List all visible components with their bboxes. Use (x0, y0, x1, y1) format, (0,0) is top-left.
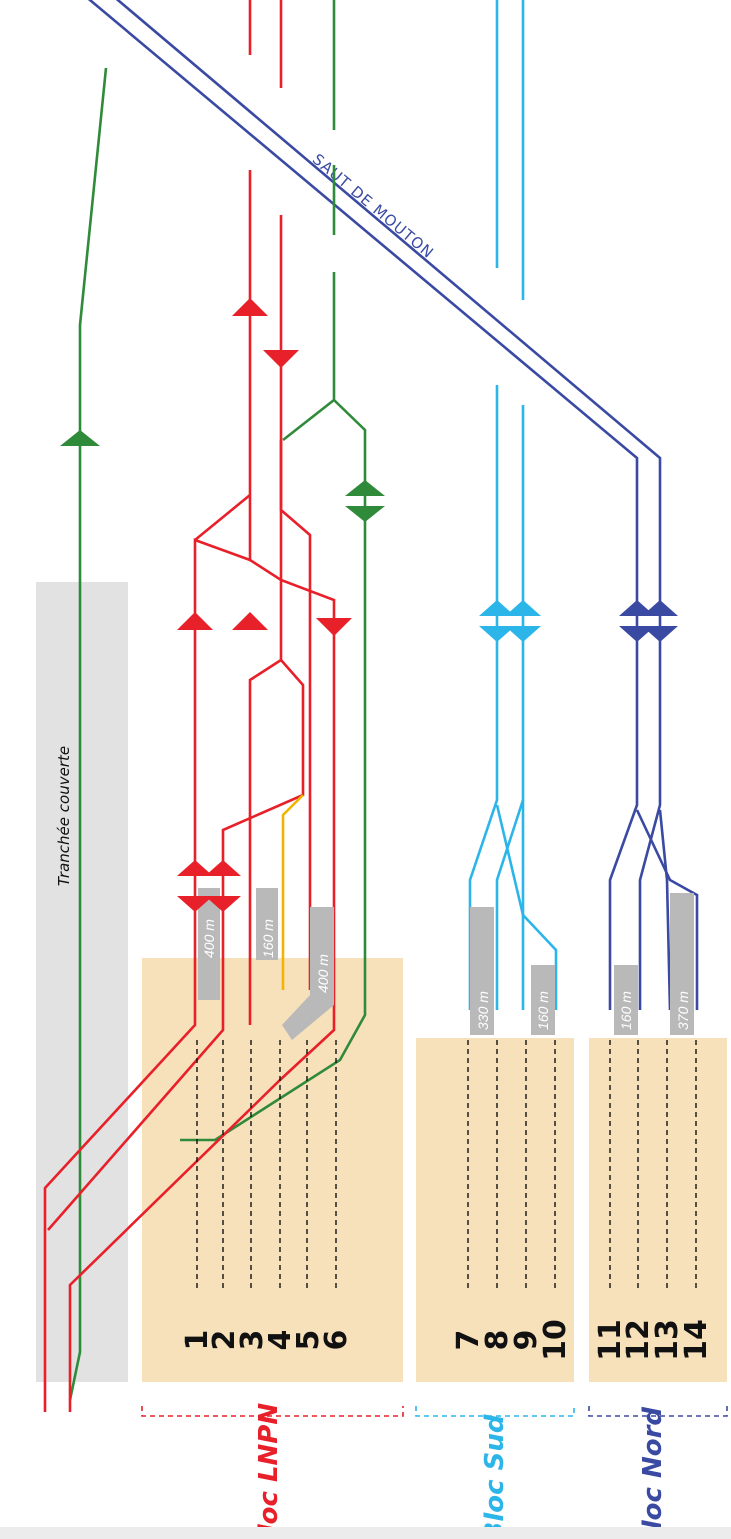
bloc-nord-label: Bloc Nord (638, 1407, 668, 1539)
triangle-arrow-icon (177, 612, 213, 630)
track-number: 9 (509, 1330, 544, 1351)
triangle-arrow-icon (345, 480, 385, 496)
triangle-arrow-icon (316, 618, 352, 636)
platform-area-lnpn (142, 958, 403, 1382)
bloc-lnpn-bracket (141, 1406, 404, 1417)
green-tracks (68, 0, 367, 1401)
triangle-arrow-icon (642, 600, 678, 616)
direction-arrows (60, 298, 678, 912)
triangle-arrow-icon (505, 600, 541, 616)
flyover-label: SAUT DE MOUTON (309, 150, 438, 262)
bloc-nord-bracket (588, 1406, 728, 1417)
platform-length-nord-11: 160 m (618, 991, 634, 1030)
track-number: 14 (679, 1319, 714, 1361)
bloc-lnpn-label: Bloc LNPN (254, 1403, 284, 1539)
platform-length-lnpn-1: 400 m (201, 919, 217, 958)
track-number: 4 (263, 1330, 298, 1351)
track-number: 1 (180, 1330, 215, 1351)
triangle-arrow-icon (232, 612, 268, 630)
track-number: 13 (650, 1319, 685, 1361)
triangle-arrow-icon (479, 626, 515, 642)
track-number: 6 (319, 1330, 354, 1351)
platform-dashed-lines (196, 1040, 697, 1290)
triangle-arrow-icon (205, 860, 241, 876)
triangle-arrow-icon (479, 600, 515, 616)
platform-area-nord (589, 1038, 727, 1382)
track-number: 7 (451, 1330, 486, 1351)
track-number: 5 (291, 1330, 326, 1351)
track-number: 10 (538, 1319, 573, 1361)
triangle-arrow-icon (60, 430, 100, 446)
platform-bars (198, 888, 694, 1040)
track-numbers: 1 2 3 4 5 6 7 8 9 10 11 12 13 14 (180, 1319, 714, 1361)
covered-trench-area (36, 582, 128, 1382)
triangle-arrow-icon (619, 626, 655, 642)
sud-tracks (468, 0, 558, 1010)
platform-length-lnpn-5: 400 m (315, 954, 331, 993)
platform-length-nord-13: 370 m (675, 991, 691, 1030)
footer-strip (0, 1527, 731, 1539)
platform-length-lnpn-3: 160 m (260, 919, 276, 958)
platform-length-sud-7: 330 m (475, 991, 491, 1030)
triangle-arrow-icon (619, 600, 655, 616)
track-number: 3 (235, 1330, 270, 1351)
lnpn-tracks (43, 0, 336, 1412)
triangle-arrow-icon (177, 860, 213, 876)
platform-area-sud (416, 1038, 574, 1382)
nord-tracks (608, 640, 699, 1011)
triangle-arrow-icon (232, 298, 268, 316)
triangle-arrow-icon (505, 626, 541, 642)
track-number: 11 (593, 1319, 628, 1361)
flyover-track (87, 0, 662, 640)
track-number: 8 (480, 1330, 515, 1351)
triangle-arrow-icon (205, 896, 241, 912)
track-number: 2 (207, 1330, 242, 1351)
triangle-arrow-icon (642, 626, 678, 642)
bloc-sud-label: Bloc Sud (480, 1414, 510, 1539)
covered-trench-label: Tranchée couverte (55, 746, 73, 886)
bloc-sud-bracket (415, 1406, 575, 1417)
triangle-arrow-icon (177, 896, 213, 912)
triangle-arrow-icon (345, 506, 385, 522)
lnpn-yellow-link (281, 794, 304, 990)
triangle-arrow-icon (263, 350, 299, 368)
track-number: 12 (621, 1319, 656, 1361)
platform-length-sud-9: 160 m (535, 991, 551, 1030)
